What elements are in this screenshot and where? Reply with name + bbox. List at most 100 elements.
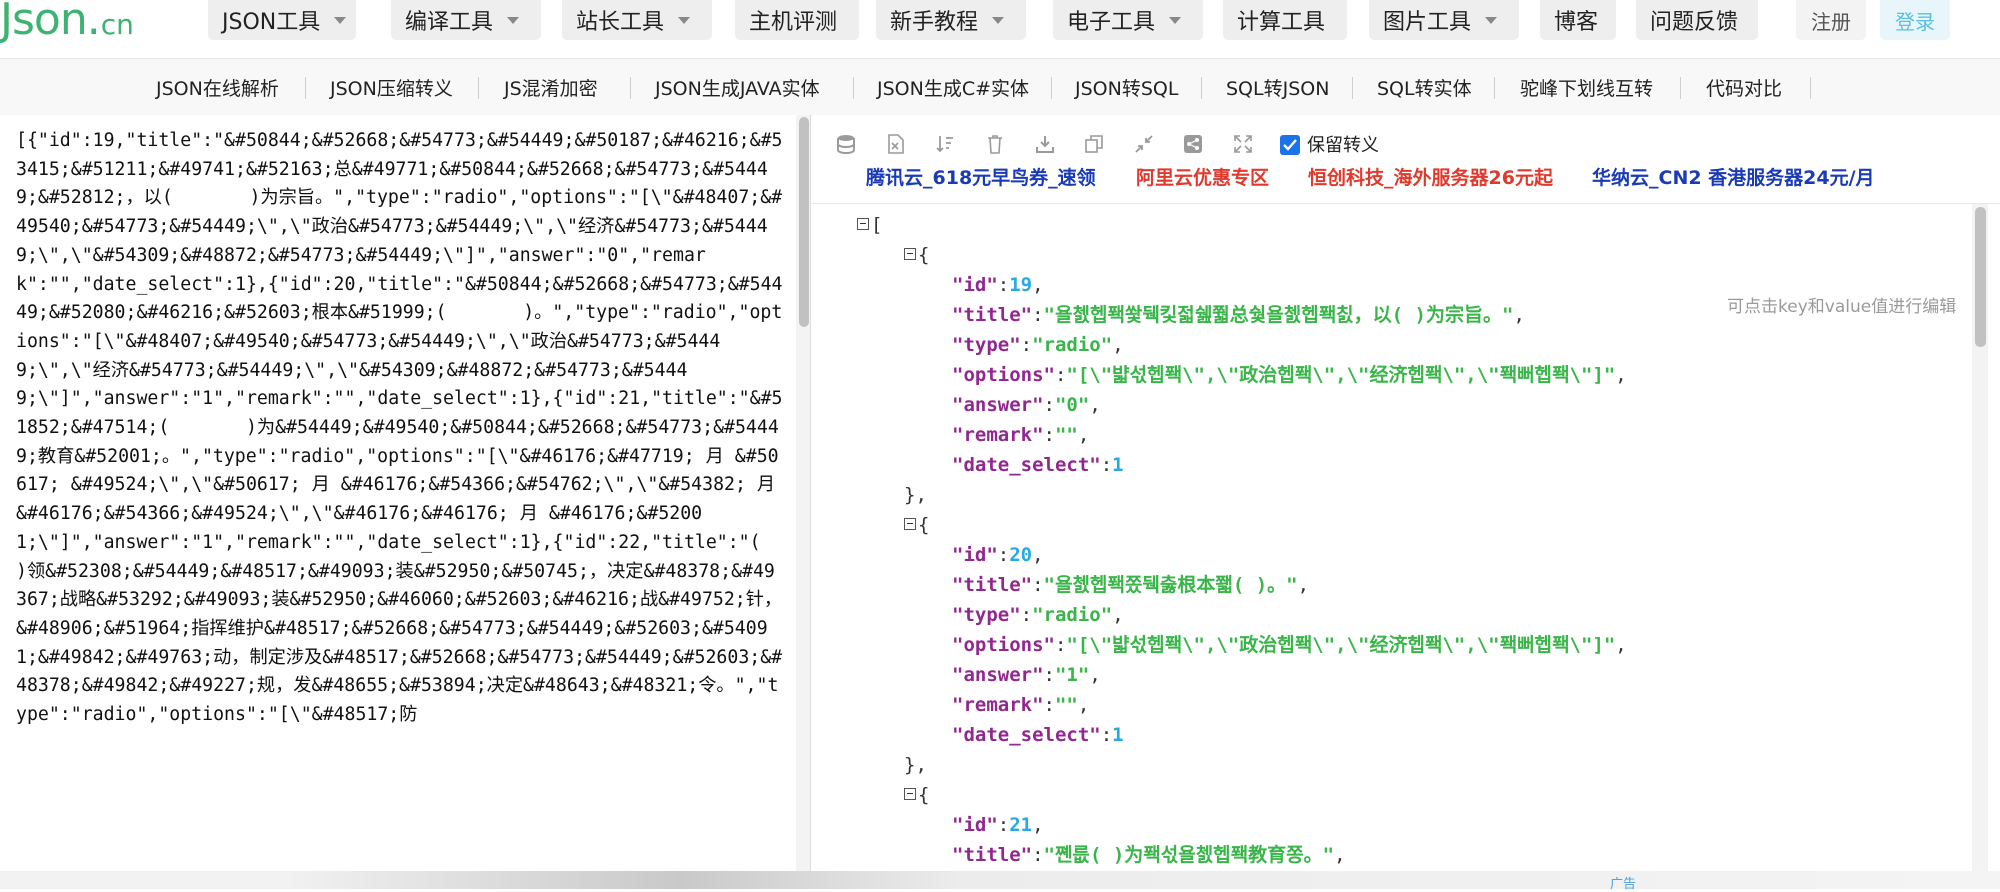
json-value[interactable]: 1 xyxy=(1066,664,1078,686)
json-value[interactable]: 1 xyxy=(1112,454,1124,476)
tree-row: "type":"radio", xyxy=(952,334,1124,356)
subnav-js-obfuscate[interactable]: JS混淆加密 xyxy=(504,77,598,100)
ad-tag: 广告 xyxy=(1610,877,1637,892)
tree-scrollbar-thumb[interactable] xyxy=(1975,207,1986,347)
trash-icon[interactable] xyxy=(981,130,1009,158)
nav-electronic-tools[interactable]: 电子工具 xyxy=(1053,0,1203,40)
bottom-ad-banner[interactable] xyxy=(0,871,2000,889)
json-value[interactable]: 욜쳀헵퐥쐋뒉킻젋쉞쭯总쉋욜쳀헵퐥칤，以( )为宗旨。 xyxy=(1054,304,1502,326)
json-value[interactable]: radio xyxy=(1043,334,1101,356)
tree-object-close: }, xyxy=(904,484,927,506)
nav-image-tools[interactable]: 图片工具 xyxy=(1369,0,1519,40)
json-value[interactable]: 1 xyxy=(1112,724,1124,746)
json-key[interactable]: "title" xyxy=(952,844,1033,866)
json-value[interactable]: 20 xyxy=(1009,544,1033,566)
json-input-textarea[interactable]: [{"id":19,"title":"&#50844;&#52668;&#547… xyxy=(0,115,811,871)
site-logo[interactable]: Json.cn xyxy=(0,0,134,45)
logo-dot: . xyxy=(86,0,101,45)
fullscreen-icon[interactable] xyxy=(1229,130,1257,158)
nav-compile-tools[interactable]: 编译工具 xyxy=(391,0,541,40)
compress-icon[interactable] xyxy=(1130,130,1158,158)
keep-escape-checkbox[interactable] xyxy=(1280,135,1300,155)
subnav-sql-json[interactable]: SQL转JSON xyxy=(1226,77,1330,100)
subnav-code-diff[interactable]: 代码对比 xyxy=(1706,77,1783,100)
json-value[interactable]: 21 xyxy=(1009,814,1033,836)
json-value[interactable]: [\"뱗섟헵퐥\",\"政治헵퐥\",\"经济헵퐥\",\"퐥뻐헵퐥\"] xyxy=(1077,634,1604,656)
collapse-icon[interactable] xyxy=(904,517,916,530)
json-key[interactable]: "answer" xyxy=(952,664,1044,686)
input-scrollbar-thumb[interactable] xyxy=(799,117,809,327)
share-icon[interactable] xyxy=(1179,130,1207,158)
ad-link-tencent[interactable]: 腾讯云_618元早鸟券_速领 xyxy=(866,167,1096,189)
json-key[interactable]: "options" xyxy=(952,634,1055,656)
nav-feedback[interactable]: 问题反馈 xyxy=(1636,0,1758,40)
nav-label: 编译工具 xyxy=(405,10,494,35)
check-icon xyxy=(1283,139,1297,151)
subnav-json-java[interactable]: JSON生成JAVA实体 xyxy=(655,77,820,100)
collapse-icon[interactable] xyxy=(904,247,916,260)
subnav-json-csharp[interactable]: JSON生成C#实体 xyxy=(877,77,1030,100)
tree-row: "options":"[\"뱗섟헵퐥\",\"政治헵퐥\",\"经济헵퐥\",\… xyxy=(952,364,1627,386)
subnav-divider xyxy=(1201,77,1202,99)
tree-row: "options":"[\"뱗섟헵퐥\",\"政治헵퐥\",\"经济헵퐥\",\… xyxy=(952,634,1627,656)
subnav-camel-snake[interactable]: 驼峰下划线互转 xyxy=(1520,77,1654,100)
json-key[interactable]: "answer" xyxy=(952,394,1044,416)
json-key[interactable]: "id" xyxy=(952,814,998,836)
logo-suffix: cn xyxy=(100,8,134,41)
nav-blog[interactable]: 博客 xyxy=(1540,0,1616,40)
sort-icon[interactable] xyxy=(931,130,959,158)
json-key[interactable]: "remark" xyxy=(952,694,1044,716)
collapse-icon[interactable] xyxy=(857,217,869,230)
register-button[interactable]: 注册 xyxy=(1796,0,1866,40)
ad-link-aliyun[interactable]: 阿里云优惠专区 xyxy=(1136,167,1270,189)
json-key[interactable]: "id" xyxy=(952,274,998,296)
json-value[interactable]: 쪤릆( )为퐥섟욜쳀헵퐥教育쫑。 xyxy=(1054,844,1323,866)
chevron-down-icon xyxy=(1169,16,1182,24)
json-value[interactable]: 0 xyxy=(1066,394,1078,416)
tree-object-open: { xyxy=(904,780,929,810)
collapse-icon[interactable] xyxy=(904,787,916,800)
subnav-json-sql[interactable]: JSON转SQL xyxy=(1075,77,1179,100)
ad-link-hengchuang[interactable]: 恒创科技_海外服务器26元起 xyxy=(1308,167,1553,189)
json-key[interactable]: "id" xyxy=(952,544,998,566)
nav-webmaster-tools[interactable]: 站长工具 xyxy=(562,0,712,40)
nav-tutorials[interactable]: 新手教程 xyxy=(876,0,1026,40)
subnav-sql-entity[interactable]: SQL转实体 xyxy=(1377,77,1472,100)
nav-calc-tools[interactable]: 计算工具 xyxy=(1223,0,1347,40)
nav-label: 计算工具 xyxy=(1237,10,1326,35)
json-key[interactable]: "date_select" xyxy=(952,724,1101,746)
json-key[interactable]: "type" xyxy=(952,334,1021,356)
database-icon[interactable] xyxy=(832,130,860,158)
json-value[interactable]: radio xyxy=(1043,604,1101,626)
json-value[interactable]: 욜쳀헵퐥쫐뒉춣根本쫿( )。 xyxy=(1054,574,1287,596)
json-value[interactable]: [\"뱗섟헵퐥\",\"政治헵퐥\",\"经济헵퐥\",\"퐥뻐헵퐥\"] xyxy=(1077,364,1604,386)
chevron-down-icon xyxy=(992,16,1005,24)
top-navigation: Json.cn JSON工具 编译工具 站长工具 主机评测 新手教程 电子工具 … xyxy=(0,0,2000,50)
ad-link-huana[interactable]: 华纳云_CN2 香港服务器24元/月 xyxy=(1592,167,1875,189)
subnav-divider xyxy=(478,77,479,99)
tree-row: "remark":"", xyxy=(952,424,1090,446)
excel-icon[interactable] xyxy=(882,130,910,158)
copy-icon[interactable] xyxy=(1080,130,1108,158)
download-icon[interactable] xyxy=(1031,130,1059,158)
login-button[interactable]: 登录 xyxy=(1880,0,1950,40)
tree-row: "id":19, xyxy=(952,274,1044,296)
tree-scrollbar-track[interactable] xyxy=(1972,204,1988,871)
json-key[interactable]: "title" xyxy=(952,304,1033,326)
json-key[interactable]: "title" xyxy=(952,574,1033,596)
json-toolbar: 保留转义 腾讯云_618元早鸟券_速领 阿里云优惠专区 恒创科技_海外服务器26… xyxy=(812,115,2000,204)
tree-object-close: }, xyxy=(904,754,927,776)
keep-escape-label[interactable]: 保留转义 xyxy=(1307,135,1379,156)
nav-host-review[interactable]: 主机评测 xyxy=(735,0,859,40)
json-key[interactable]: "date_select" xyxy=(952,454,1101,476)
tree-root-open: [ xyxy=(857,210,882,240)
json-value[interactable]: 19 xyxy=(1009,274,1033,296)
json-key[interactable]: "type" xyxy=(952,604,1021,626)
edit-hint: 可点击key和value值进行编辑 xyxy=(1727,297,1957,317)
subnav-json-compress[interactable]: JSON压缩转义 xyxy=(330,77,453,100)
nav-json-tools[interactable]: JSON工具 xyxy=(208,0,356,40)
subnav-divider xyxy=(305,77,306,99)
json-key[interactable]: "options" xyxy=(952,364,1055,386)
json-key[interactable]: "remark" xyxy=(952,424,1044,446)
subnav-json-parse[interactable]: JSON在线解析 xyxy=(156,77,279,100)
